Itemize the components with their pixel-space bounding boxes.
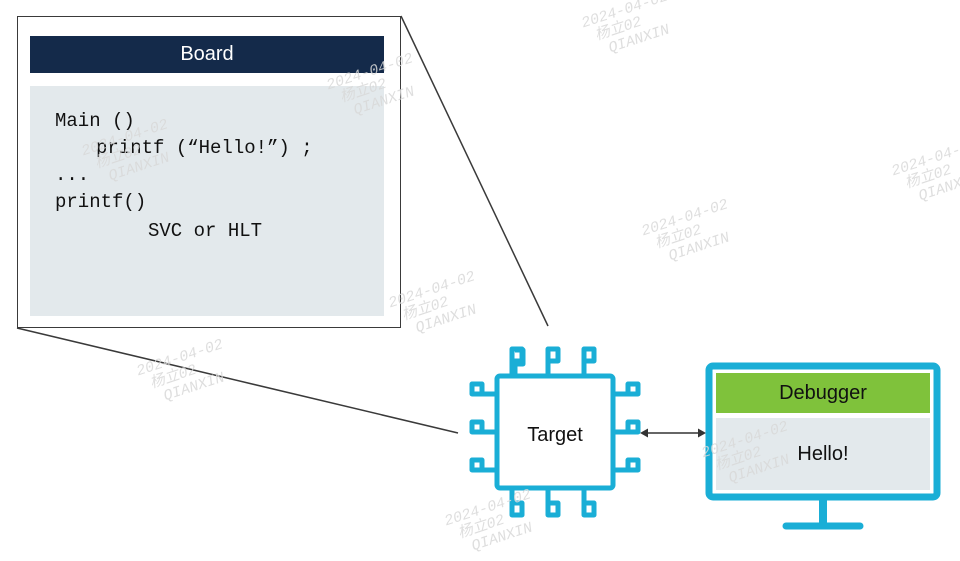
target-chip-icon [469,346,641,518]
debugger-title: Debugger [716,373,930,413]
board-title: Board [30,36,384,73]
code-line: SVC or HLT [148,220,263,242]
code-line: ... [55,164,90,186]
code-line: printf (“Hello!”) ; [96,137,313,159]
target-label: Target [527,423,583,446]
code-line: printf() [55,191,147,213]
code-line: Main () [55,110,135,132]
debugger-output: Hello! [716,418,930,490]
code-panel: Main () printf (“Hello!”) ; ... printf()… [30,86,384,316]
callout-line-bottom [16,327,459,434]
callout-line-top [400,15,549,327]
connection-arrow [640,428,706,438]
